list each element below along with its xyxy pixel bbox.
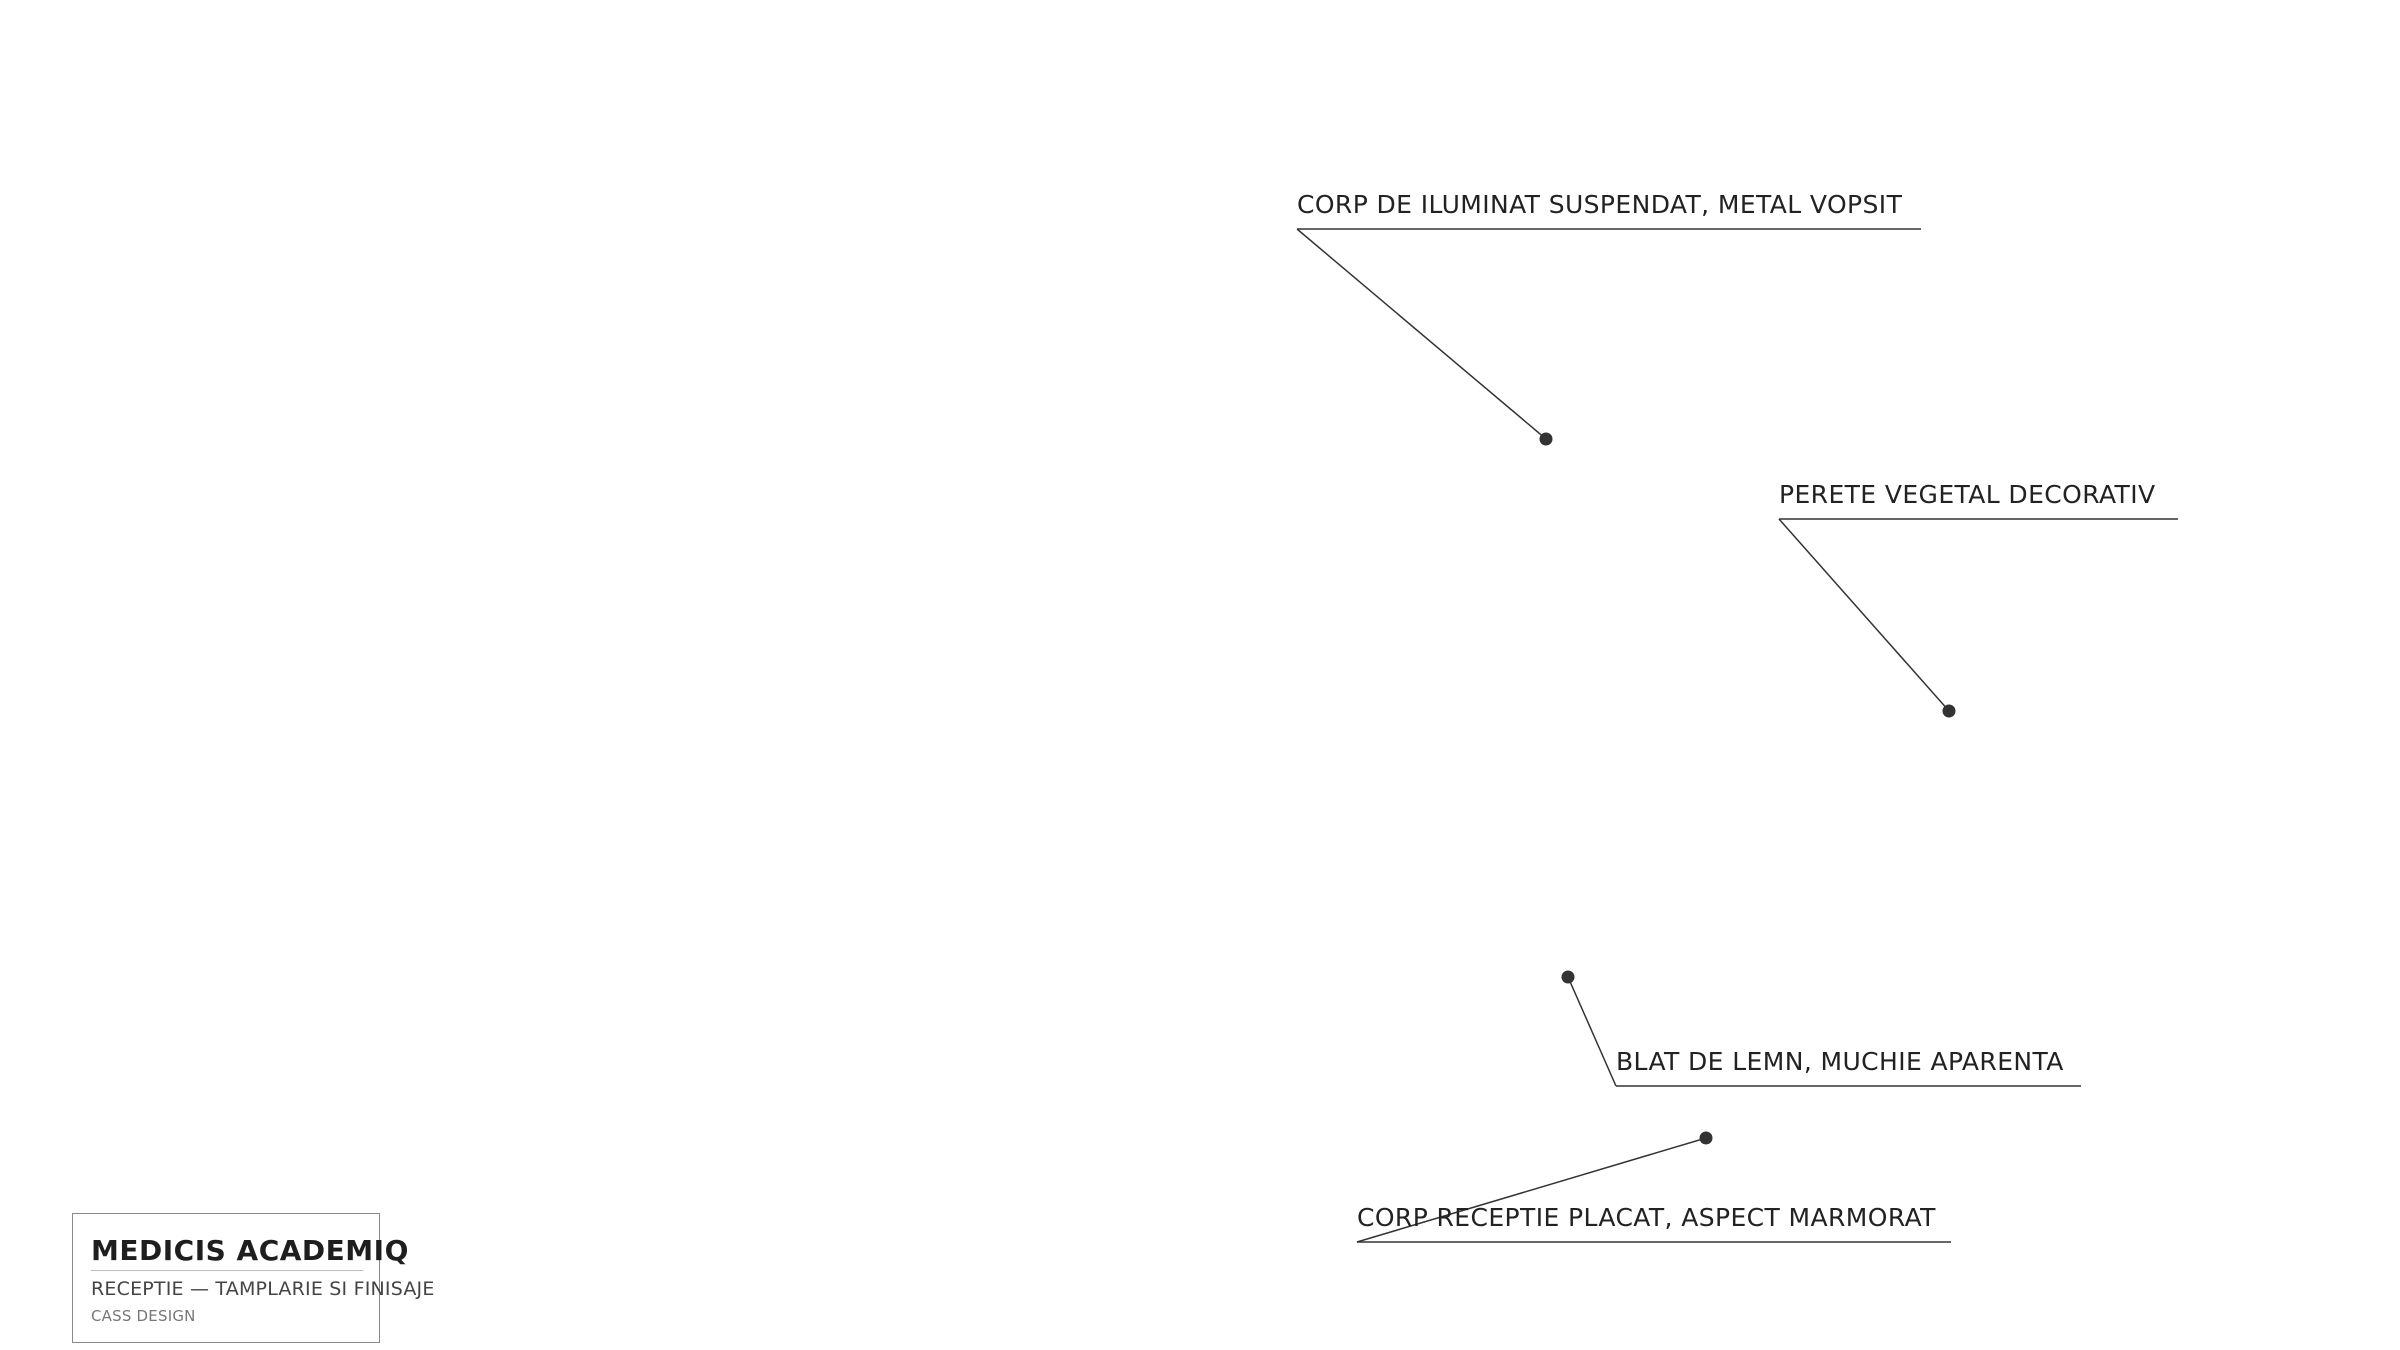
sheet-title: RECEPTIE — TAMPLARIE SI FINISAJE [91, 1278, 435, 1300]
callout-dot [1539, 432, 1553, 446]
callout-label-green-wall: PERETE VEGETAL DECORATIV [1779, 480, 2156, 509]
callout-leader [1778, 518, 1950, 712]
designer-name: CASS DESIGN [91, 1307, 196, 1325]
project-name: MEDICIS ACADEMIQ [91, 1234, 409, 1267]
callout-dot [1561, 970, 1575, 984]
callout-reception-desk [1356, 1131, 1951, 1243]
callout-label-worktop: BLAT DE LEMN, MUCHIE APARENTA [1616, 1047, 2064, 1076]
callout-worktop [1561, 970, 2081, 1087]
callout-dot [1942, 704, 1956, 718]
callout-leader [1567, 976, 1617, 1087]
callout-label-lighting: CORP DE ILUMINAT SUSPENDAT, METAL VOPSIT [1297, 190, 1903, 219]
callout-label-reception-desk: CORP RECEPTIE PLACAT, ASPECT MARMORAT [1357, 1203, 1936, 1232]
callout-leader [1296, 228, 1547, 440]
callout-dot [1699, 1131, 1713, 1145]
title-block: MEDICIS ACADEMIQ RECEPTIE — TAMPLARIE SI… [72, 1213, 434, 1343]
callout-green-wall [1778, 518, 2178, 718]
callout-leader [1356, 1137, 1707, 1243]
callout-lighting [1296, 228, 1921, 446]
title-divider [91, 1270, 363, 1271]
